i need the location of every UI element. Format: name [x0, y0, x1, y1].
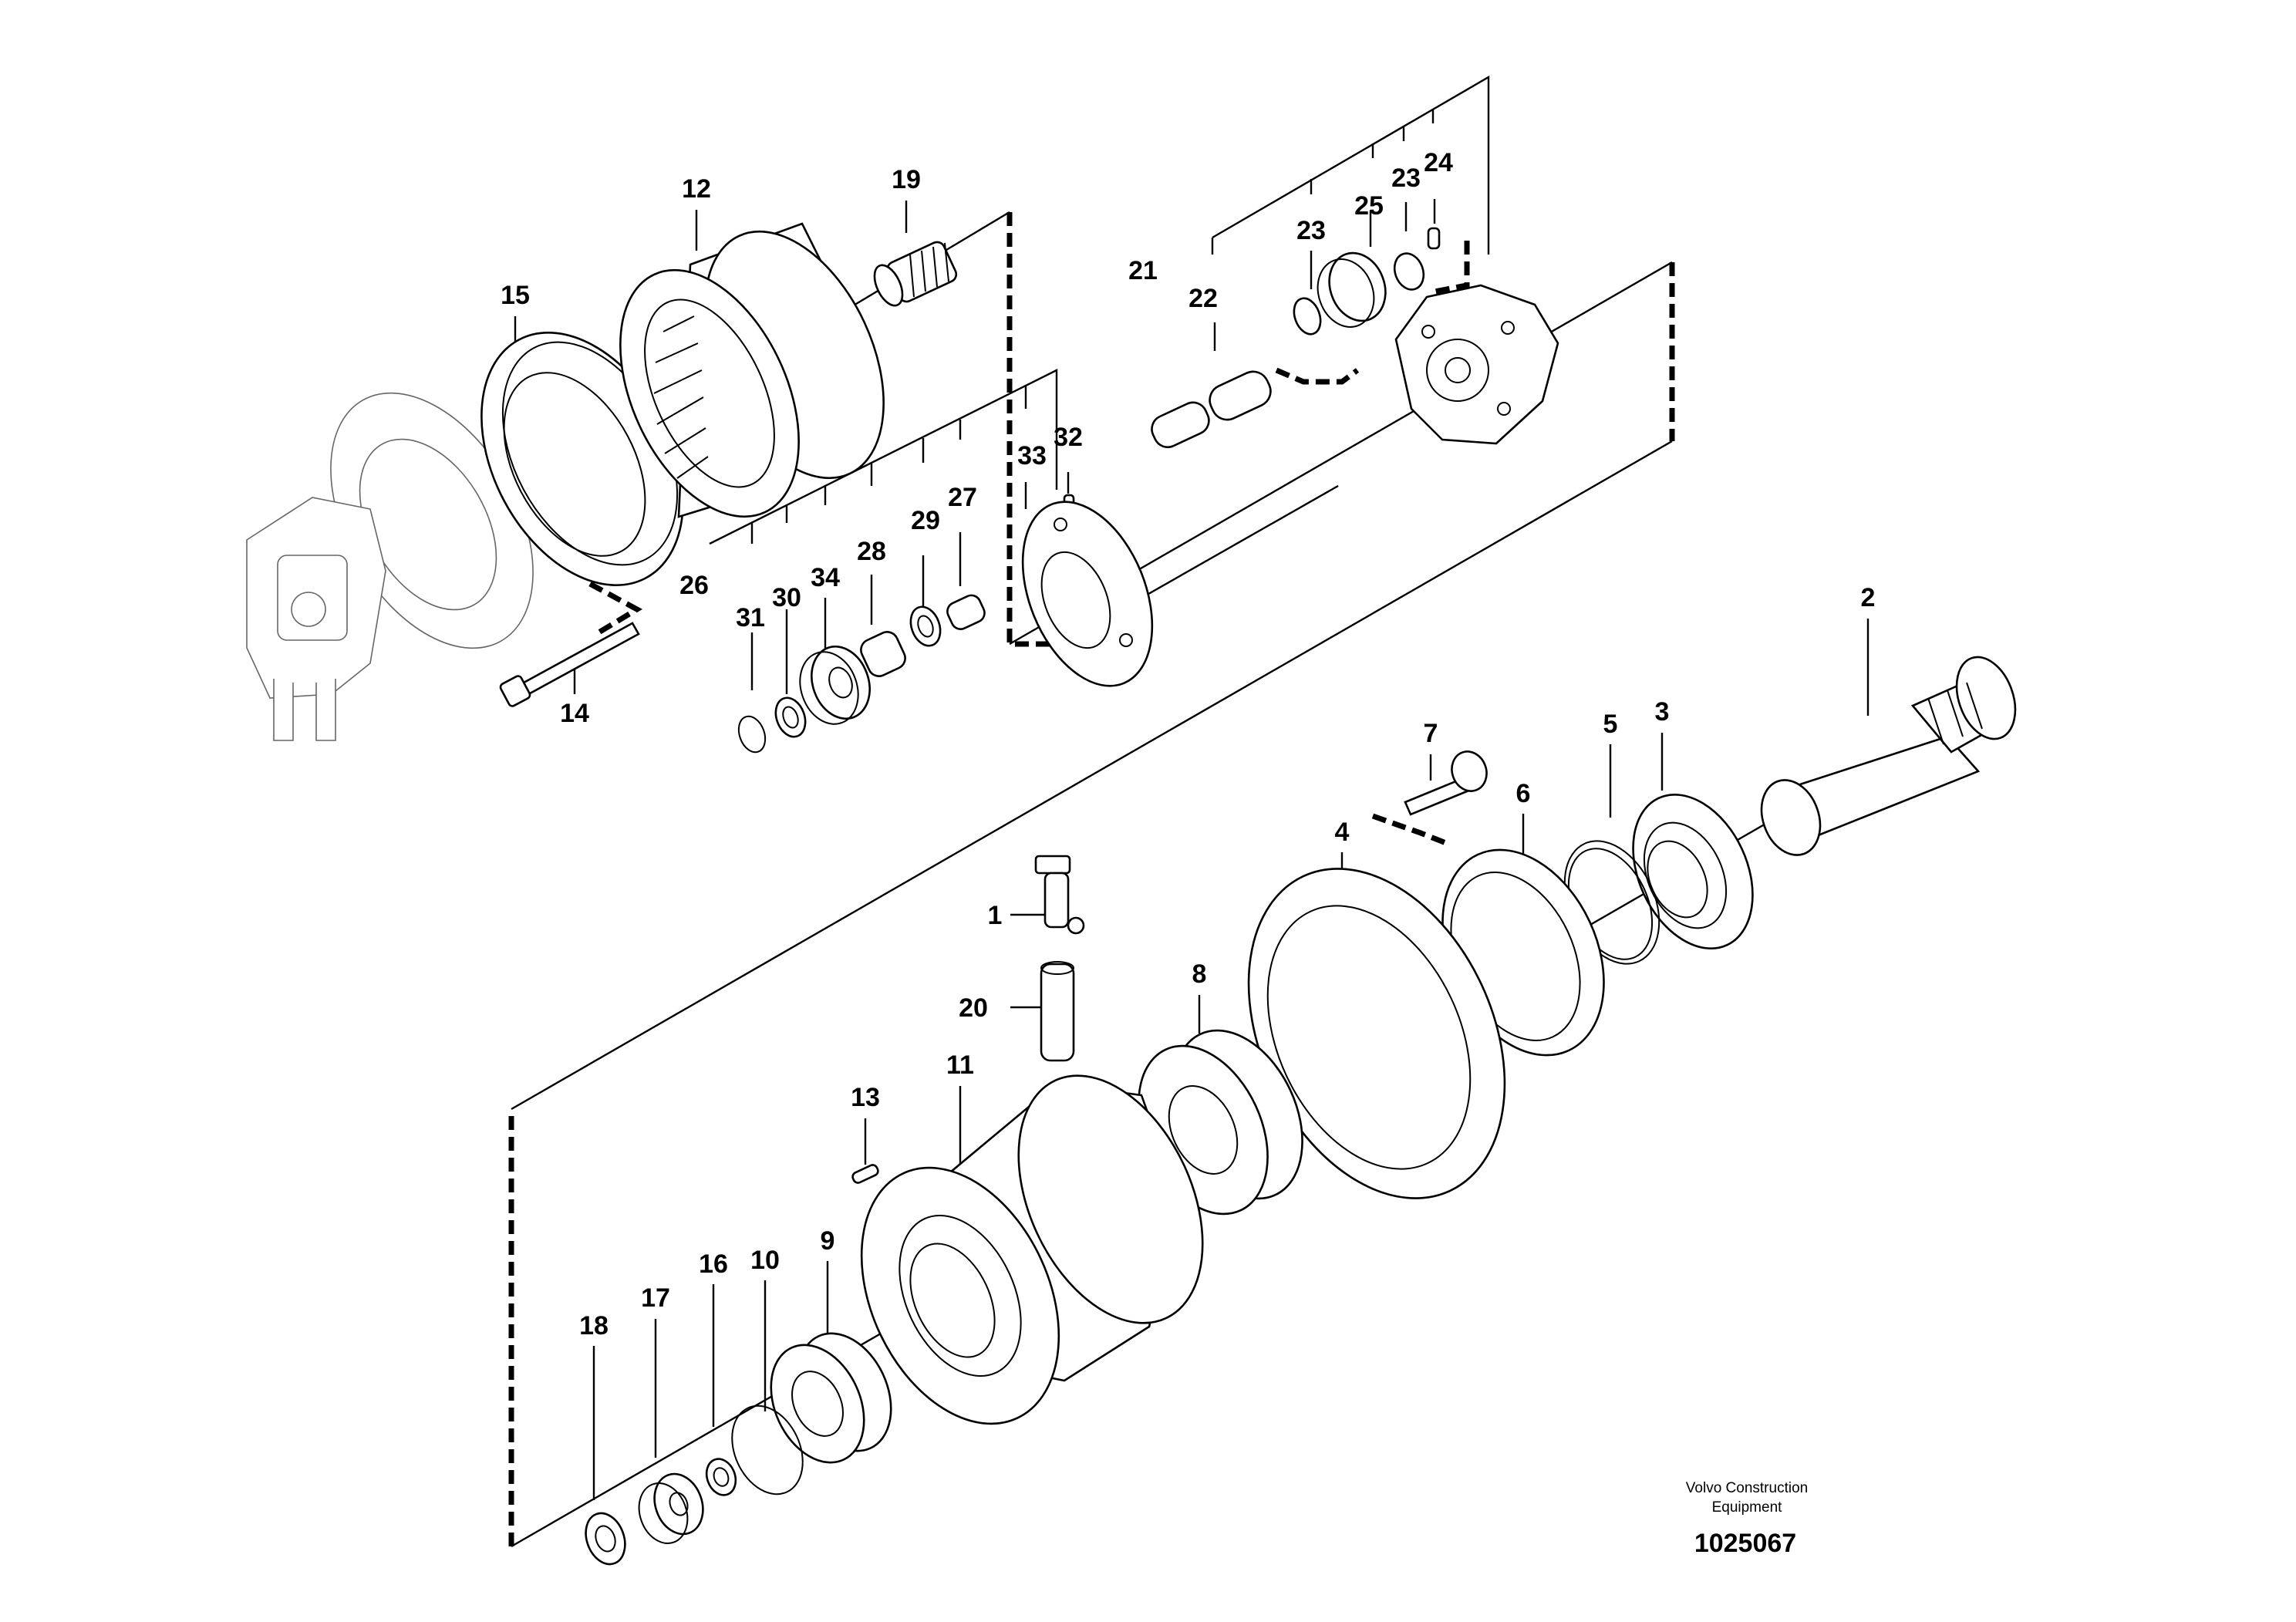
callout-31: 31 — [736, 603, 765, 632]
callout-23-lower: 23 — [1296, 216, 1326, 245]
planet-carrier-upper-icon — [1394, 284, 1559, 445]
callout-23-upper: 23 — [1391, 164, 1421, 193]
callout-19: 19 — [892, 165, 921, 194]
callout-25: 25 — [1354, 191, 1384, 221]
callout-14: 14 — [560, 699, 589, 728]
callout-30: 30 — [772, 583, 801, 612]
callout-1: 1 — [988, 901, 1003, 930]
part-13-pin-icon — [851, 1164, 879, 1184]
part-7-bolt-icon — [1404, 750, 1488, 816]
part-16-washer-icon — [705, 1458, 737, 1496]
callout-29: 29 — [911, 506, 940, 535]
callout-4: 4 — [1335, 818, 1350, 847]
callout-18: 18 — [579, 1311, 609, 1340]
callout-22: 22 — [1188, 284, 1218, 313]
part-20-tube-icon — [1040, 961, 1075, 1062]
part-28-bushing-icon — [860, 631, 906, 677]
part-11-housing-icon — [860, 1074, 1204, 1425]
credit-line-1: Volvo Construction — [1686, 1480, 1808, 1496]
callout-24: 24 — [1424, 148, 1453, 177]
callout-32: 32 — [1054, 423, 1083, 452]
callout-33: 33 — [1017, 441, 1047, 470]
part-22-pin-icon — [1151, 370, 1272, 449]
callout-26: 26 — [679, 571, 709, 600]
part-25-planet-gear-icon — [1293, 227, 1441, 336]
callout-2: 2 — [1861, 583, 1876, 612]
callout-8: 8 — [1192, 959, 1207, 989]
callout-16: 16 — [699, 1249, 728, 1279]
part-19-sun-gear-icon — [873, 241, 958, 307]
part-1-breather-valve-icon — [1034, 855, 1085, 935]
callout-20: 20 — [959, 993, 988, 1023]
title-block: Volvo Construction Equipment 1025067 — [1686, 1480, 1808, 1558]
callout-13: 13 — [851, 1083, 880, 1112]
part-18-thrust-washer-icon — [585, 1512, 626, 1566]
part-2-output-shaft-icon — [1760, 656, 2017, 856]
callout-27: 27 — [948, 483, 977, 512]
hydraulic-motor-icon — [246, 392, 534, 741]
callout-9: 9 — [821, 1226, 835, 1256]
part-30-washer-icon — [774, 696, 807, 738]
callout-17: 17 — [641, 1283, 670, 1313]
callout-7: 7 — [1424, 719, 1438, 748]
credit-line-2: Equipment — [1712, 1499, 1783, 1516]
part-12-ring-gear-icon — [619, 222, 885, 518]
part-33-carrier-plate-icon — [1021, 501, 1154, 687]
part-31-snap-ring-icon — [737, 715, 767, 754]
part-14-bolt-icon — [499, 622, 640, 707]
parts — [246, 222, 2017, 1566]
callout-34: 34 — [811, 563, 840, 592]
callout-12: 12 — [682, 174, 711, 204]
part-27-pin-icon — [946, 594, 986, 630]
part-29-washer-icon — [909, 605, 942, 647]
callout-10: 10 — [750, 1246, 780, 1275]
document-number: 1025067 — [1694, 1529, 1796, 1558]
part-10-snap-ring-icon — [731, 1404, 804, 1496]
callout-labels: 1 2 3 4 5 6 7 8 9 10 11 12 13 14 15 16 1… — [501, 148, 1875, 1340]
callout-3: 3 — [1655, 697, 1670, 727]
part-34-planet-gear-icon — [799, 645, 871, 725]
callout-15: 15 — [501, 281, 530, 310]
callout-11: 11 — [946, 1050, 974, 1080]
part-3-seal-icon — [1632, 794, 1754, 949]
callout-21: 21 — [1128, 256, 1158, 285]
callout-28: 28 — [857, 537, 886, 566]
callout-5: 5 — [1603, 710, 1618, 739]
part-17-gear-icon — [638, 1472, 704, 1544]
callout-6: 6 — [1516, 779, 1531, 808]
